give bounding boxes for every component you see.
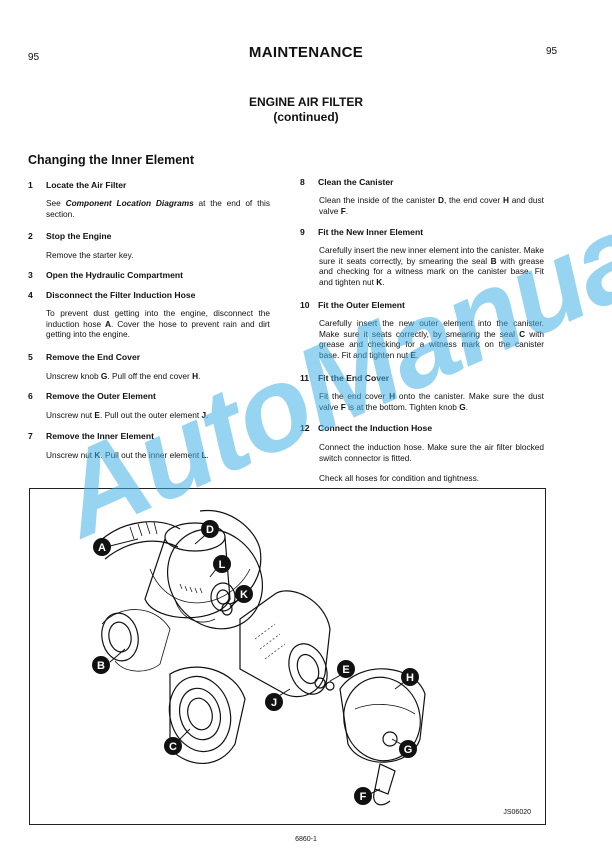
page-number-left: 95 bbox=[28, 52, 40, 63]
callout-A: A bbox=[93, 538, 111, 556]
callout-F: F bbox=[354, 787, 372, 805]
step-11-text: Fit the end cover H onto the canister. M… bbox=[319, 391, 544, 412]
page-title: MAINTENANCE bbox=[248, 44, 364, 61]
air-filter-illustration bbox=[99, 509, 426, 806]
section-title: Changing the Inner Element bbox=[28, 153, 194, 167]
svg-text:H: H bbox=[406, 672, 414, 684]
step-10: 10 Fit the Outer Element bbox=[300, 300, 405, 310]
step-7-text: Unscrew nut K. Pull out the inner elemen… bbox=[46, 450, 209, 460]
step-5-text: Unscrew knob G. Pull off the end cover H… bbox=[46, 371, 201, 381]
figure-code: JS06020 bbox=[503, 809, 531, 816]
subheading-line1: ENGINE AIR FILTER bbox=[249, 95, 363, 109]
step-12: 12 Connect the Induction Hose bbox=[300, 423, 433, 433]
step-6: 6 Remove the Outer Element bbox=[28, 391, 156, 401]
svg-text:J: J bbox=[271, 697, 277, 709]
callout-D: D bbox=[201, 520, 219, 538]
footer-code: 6860-1 bbox=[295, 836, 317, 843]
svg-text:C: C bbox=[169, 741, 177, 753]
step-1-text: See Component Location Diagrams at the e… bbox=[46, 198, 270, 219]
svg-text:G: G bbox=[404, 744, 413, 756]
step-11: 11 Fit the End Cover bbox=[300, 373, 390, 383]
callout-C: C bbox=[164, 737, 182, 755]
callout-B: B bbox=[92, 656, 110, 674]
step-1: 1 Locate the Air Filter bbox=[28, 180, 288, 192]
step-7: 7 Remove the Inner Element bbox=[28, 431, 154, 441]
svg-text:D: D bbox=[206, 524, 214, 536]
step-9: 9 Fit the New Inner Element bbox=[300, 227, 424, 237]
svg-text:B: B bbox=[97, 660, 105, 672]
step-3: 3 Open the Hydraulic Compartment bbox=[28, 270, 184, 280]
step-6-text: Unscrew nut E. Pull out the outer elemen… bbox=[46, 410, 209, 420]
subheading-line2: (continued) bbox=[273, 110, 339, 124]
step-12-text: Connect the induction hose. Make sure th… bbox=[319, 442, 544, 463]
callout-H: H bbox=[401, 668, 419, 686]
callout-labels: A B C D E F G H J K L bbox=[92, 520, 419, 805]
callout-J: J bbox=[265, 693, 283, 711]
svg-text:K: K bbox=[240, 589, 248, 601]
exploded-diagram: A B C D E F G H J K L JS06020 bbox=[29, 488, 546, 825]
step-4-text: To prevent dust getting into the engine,… bbox=[46, 308, 270, 340]
callout-L: L bbox=[213, 555, 231, 573]
step-8: 8 Clean the Canister bbox=[300, 177, 394, 187]
callout-E: E bbox=[337, 660, 355, 678]
callout-G: G bbox=[399, 740, 417, 758]
svg-text:A: A bbox=[98, 542, 106, 554]
step-10-text: Carefully insert the new outer element i… bbox=[319, 318, 544, 360]
page-number-right: 95 bbox=[546, 46, 558, 57]
step-5: 5 Remove the End Cover bbox=[28, 352, 141, 362]
step-2: 2 Stop the Engine bbox=[28, 231, 112, 241]
step-heading: Locate the Air Filter bbox=[46, 180, 127, 190]
step-number: 1 bbox=[28, 180, 33, 190]
step-2-text: Remove the starter key. bbox=[46, 250, 134, 260]
callout-K: K bbox=[235, 585, 253, 603]
svg-text:L: L bbox=[219, 559, 226, 571]
step-12-text-2: Check all hoses for condition and tightn… bbox=[319, 473, 480, 483]
step-4: 4 Disconnect the Filter Induction Hose bbox=[28, 290, 196, 300]
step-9-text: Carefully insert the new inner element i… bbox=[319, 245, 544, 287]
step-8-text: Clean the inside of the canister D, the … bbox=[319, 195, 544, 216]
svg-text:F: F bbox=[360, 791, 367, 803]
svg-text:E: E bbox=[342, 664, 349, 676]
